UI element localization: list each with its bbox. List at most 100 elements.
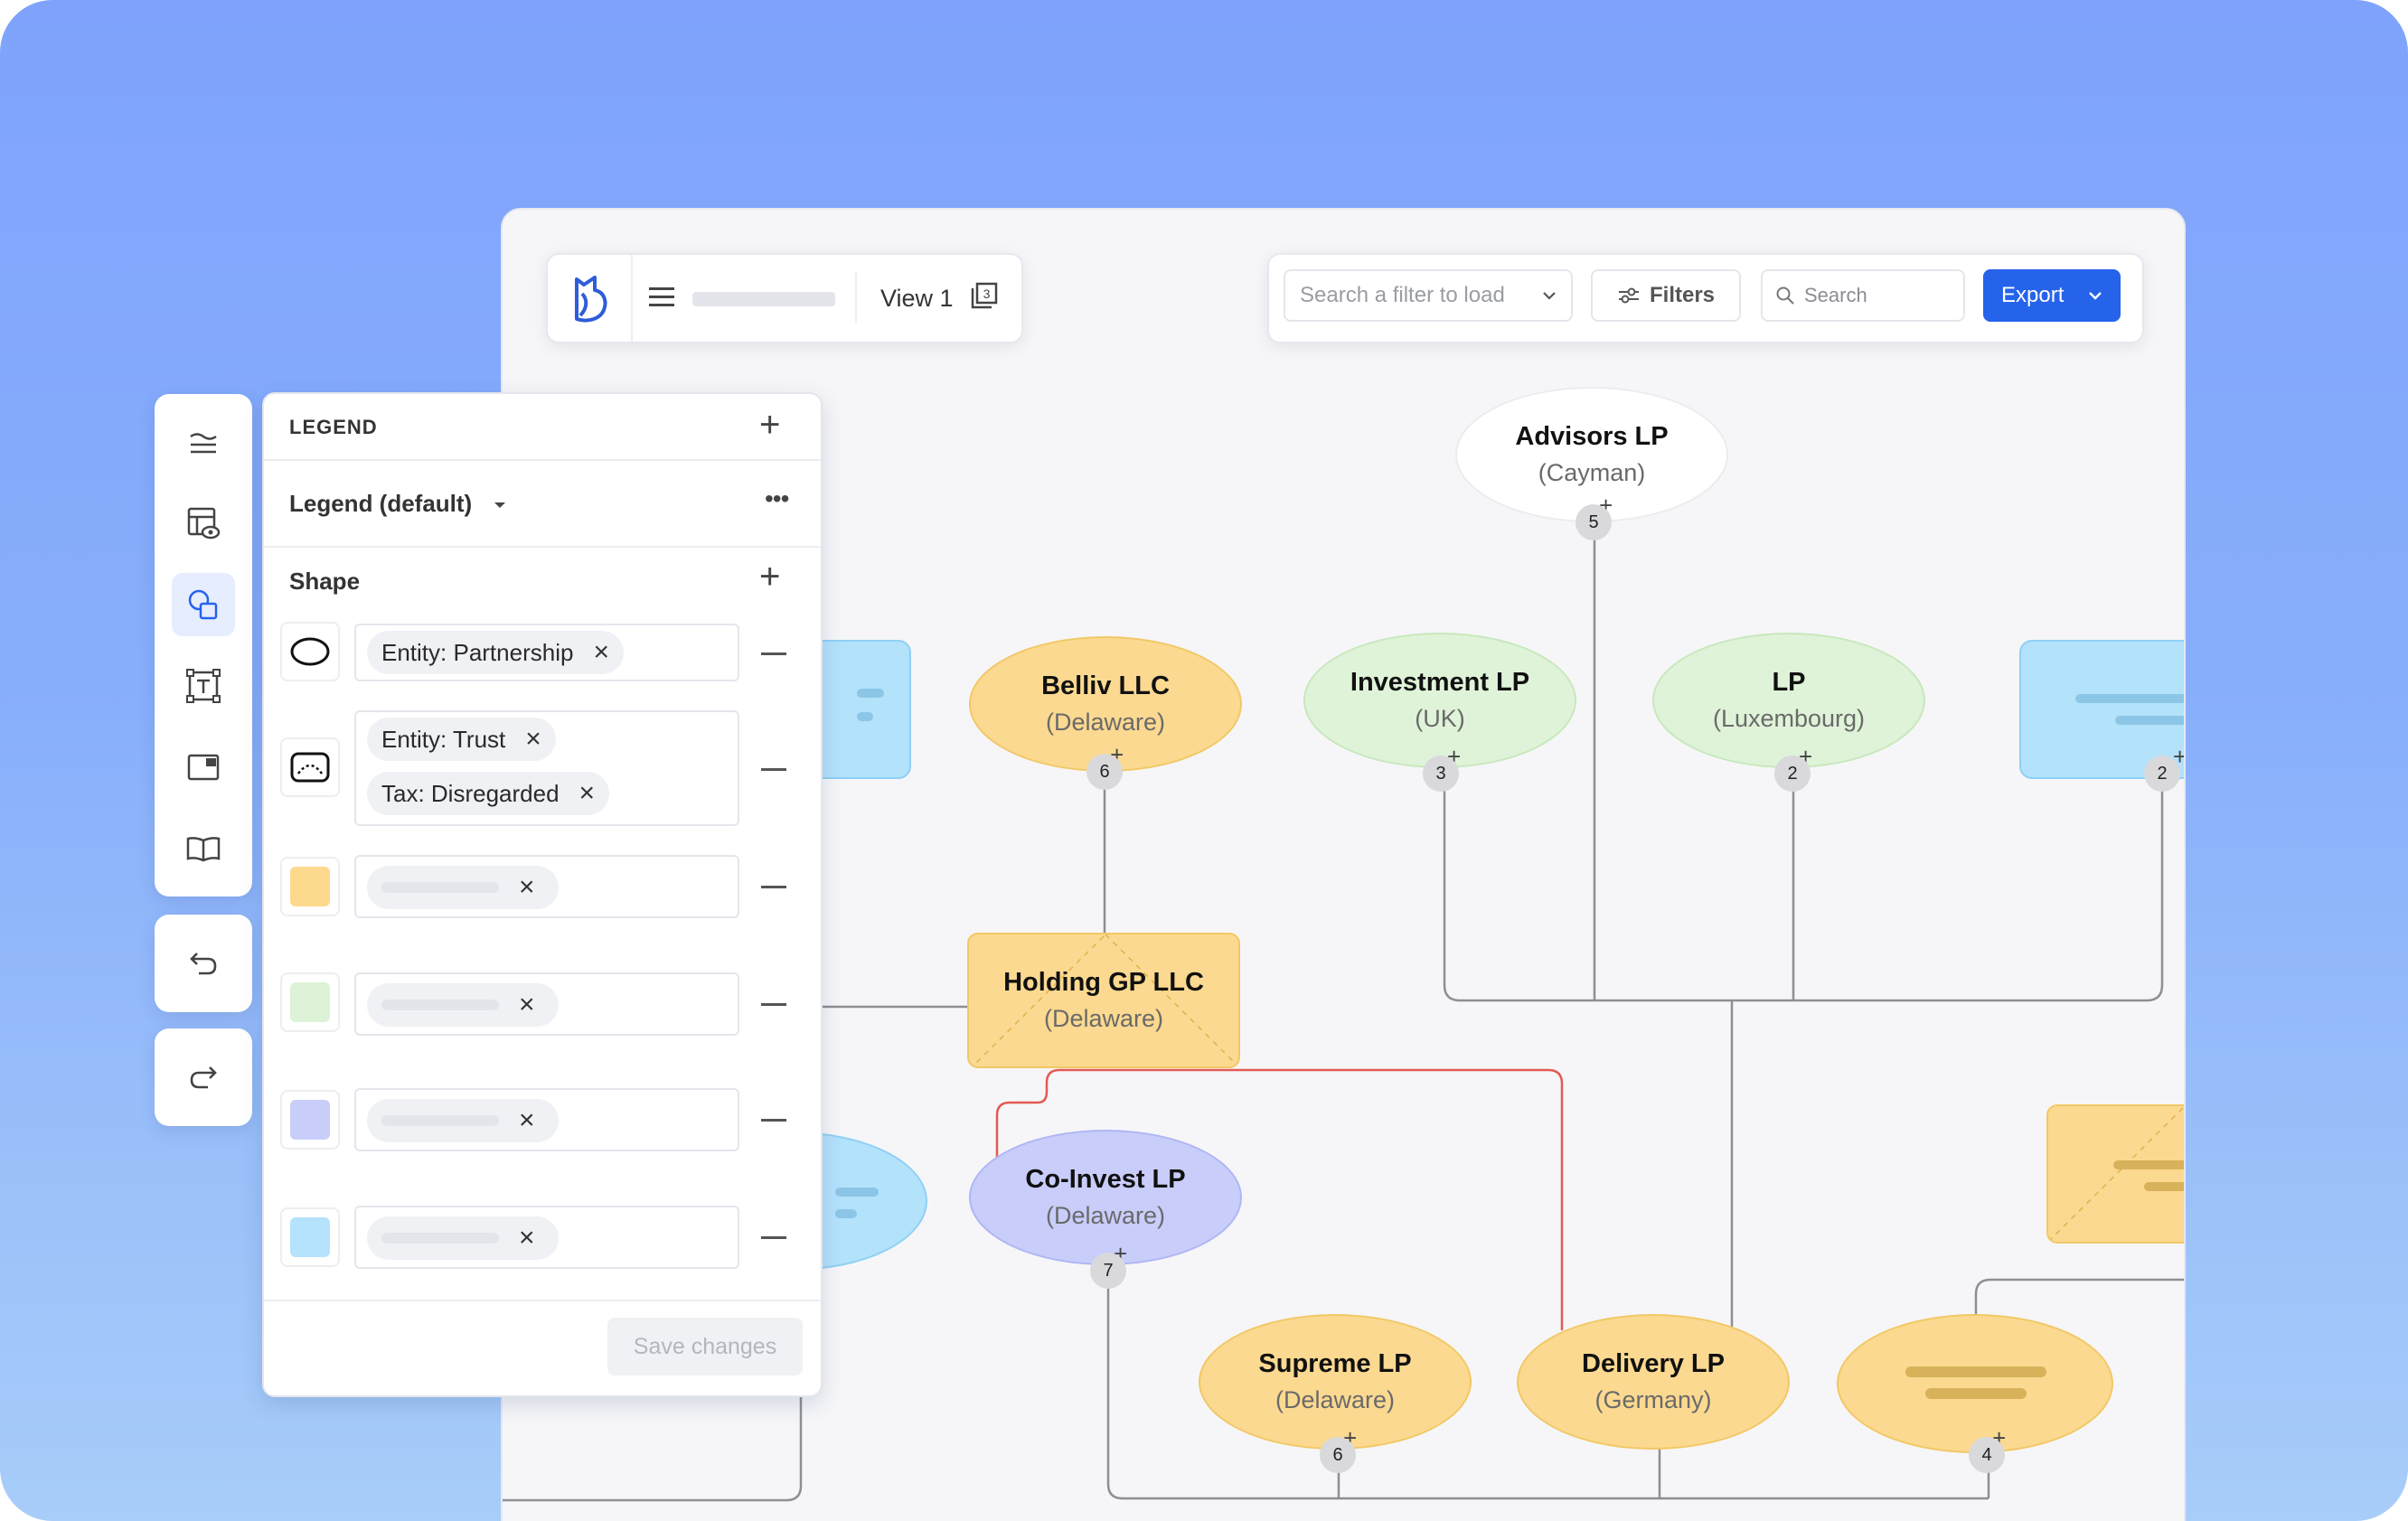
legend-shape-ellipse[interactable]: [280, 622, 340, 681]
legend-color-yellow[interactable]: [280, 857, 340, 916]
node-partial-blue-right[interactable]: [2019, 640, 2184, 779]
child-count-badge[interactable]: 5: [1576, 504, 1612, 540]
node-partial-yellow-right[interactable]: [2046, 1104, 2184, 1244]
legend-criteria-box[interactable]: ×: [354, 1206, 739, 1269]
node-investment-lp[interactable]: Investment LP (UK): [1303, 633, 1576, 768]
chevron-down-icon: [494, 502, 505, 508]
close-icon[interactable]: ×: [578, 778, 596, 808]
filters-button[interactable]: Filters: [1591, 269, 1741, 322]
node-yellow-ellipse-right[interactable]: [1837, 1314, 2113, 1453]
text-frame-icon: [186, 669, 221, 703]
minus-icon[interactable]: [761, 768, 786, 771]
node-advisors-lp[interactable]: Advisors LP (Cayman): [1455, 387, 1728, 522]
node-jurisdiction: (Delaware): [1045, 709, 1166, 736]
node-jurisdiction: (UK): [1415, 705, 1465, 732]
criteria-chip[interactable]: ×: [367, 1099, 559, 1142]
more-icon[interactable]: •••: [765, 484, 789, 512]
child-count-badge[interactable]: 6: [1320, 1437, 1356, 1473]
menu-icon[interactable]: [649, 287, 674, 309]
criteria-chip[interactable]: ×: [367, 983, 559, 1027]
view-selector[interactable]: View 1 3: [880, 280, 999, 316]
close-icon[interactable]: ×: [525, 724, 541, 754]
node-co-invest-lp[interactable]: Co-Invest LP (Delaware): [969, 1130, 1242, 1265]
minus-icon[interactable]: [761, 653, 786, 655]
criteria-chip[interactable]: Tax: Disregarded ×: [367, 772, 610, 815]
close-icon[interactable]: ×: [519, 872, 535, 902]
child-count-badge[interactable]: 7: [1090, 1253, 1126, 1289]
legend-criteria-box[interactable]: ×: [354, 972, 739, 1036]
text-frame-tool[interactable]: [172, 654, 235, 718]
plus-icon[interactable]: +: [759, 405, 781, 445]
side-toolbar: [155, 394, 252, 897]
close-icon[interactable]: ×: [593, 637, 609, 667]
chip-label: Entity: Trust: [381, 725, 506, 753]
shapes-icon: [188, 589, 218, 620]
legend-selected: Legend (default): [289, 490, 473, 517]
plus-icon[interactable]: +: [759, 557, 781, 596]
layers-tool[interactable]: [172, 410, 235, 474]
filter-load-select[interactable]: Search a filter to load: [1284, 269, 1573, 322]
logo-icon[interactable]: [548, 255, 633, 342]
legend-criteria-box[interactable]: ×: [354, 1088, 739, 1151]
legend-criteria-box[interactable]: Entity: Trust × Tax: Disregarded ×: [354, 710, 739, 826]
node-jurisdiction: (Luxembourg): [1712, 705, 1866, 732]
minus-icon[interactable]: [761, 1003, 786, 1006]
search-input[interactable]: Search: [1761, 269, 1965, 322]
undo-icon: [190, 953, 217, 975]
child-count-badge[interactable]: 6: [1086, 754, 1123, 790]
redo-icon: [190, 1066, 217, 1089]
divider: [264, 546, 821, 548]
close-icon[interactable]: ×: [519, 990, 535, 1019]
legend-title: LEGEND: [289, 416, 378, 438]
export-button[interactable]: Export: [1983, 269, 2121, 322]
chevron-down-icon: [1543, 292, 1556, 300]
node-supreme-lp[interactable]: Supreme LP (Delaware): [1199, 1314, 1472, 1450]
node-lp-luxembourg[interactable]: LP (Luxembourg): [1652, 633, 1925, 768]
legend-criteria-box[interactable]: ×: [354, 855, 739, 918]
node-name: Co-Invest LP: [1025, 1165, 1186, 1194]
window-icon: [187, 754, 220, 781]
node-delivery-lp[interactable]: Delivery LP (Germany): [1517, 1314, 1790, 1450]
book-tool[interactable]: [172, 817, 235, 880]
app-toolbar: View 1 3: [546, 253, 1023, 343]
save-changes-button[interactable]: Save changes: [607, 1318, 803, 1375]
filter-load-placeholder: Search a filter to load: [1300, 283, 1505, 307]
svg-text:3: 3: [983, 286, 990, 301]
table-view-tool[interactable]: [172, 492, 235, 555]
node-holding-gp-llc[interactable]: Holding GP LLC (Delaware): [967, 933, 1240, 1068]
filter-toolbar: Search a filter to load Filters Search E…: [1267, 253, 2144, 343]
node-name: Advisors LP: [1515, 422, 1669, 451]
minus-icon[interactable]: [761, 1119, 786, 1122]
child-count-badge[interactable]: 2: [1774, 756, 1811, 792]
node-jurisdiction: (Germany): [1594, 1386, 1712, 1413]
minus-icon[interactable]: [761, 886, 786, 888]
shape-section-title: Shape: [289, 568, 361, 595]
criteria-chip[interactable]: ×: [367, 866, 559, 909]
node-name: Investment LP: [1350, 668, 1530, 697]
book-icon: [186, 837, 221, 862]
legend-color-blue[interactable]: [280, 1207, 340, 1267]
window-tool[interactable]: [172, 736, 235, 799]
views-icon: 3: [970, 281, 999, 316]
legend-criteria-box[interactable]: Entity: Partnership×: [354, 624, 739, 681]
child-count-badge[interactable]: 4: [1969, 1437, 2005, 1473]
node-belliv-llc[interactable]: Belliv LLC (Delaware): [969, 636, 1242, 772]
minus-icon[interactable]: [761, 1236, 786, 1239]
legend-color-purple[interactable]: [280, 1090, 340, 1150]
undo-button[interactable]: [155, 915, 252, 1012]
legend-select[interactable]: Legend (default) •••: [264, 461, 821, 546]
chip-label: Tax: Disregarded: [381, 779, 560, 807]
legend-color-green[interactable]: [280, 972, 340, 1032]
child-count-badge[interactable]: 2: [2144, 756, 2180, 792]
child-count-badge[interactable]: 3: [1423, 756, 1459, 792]
legend-shape-trust[interactable]: [280, 737, 340, 797]
node-name: Delivery LP: [1582, 1349, 1725, 1378]
redo-button[interactable]: [155, 1028, 252, 1126]
close-icon[interactable]: ×: [519, 1223, 535, 1253]
shapes-tool[interactable]: [172, 573, 235, 636]
criteria-chip[interactable]: Entity: Partnership×: [367, 631, 624, 674]
view-label: View 1: [880, 284, 954, 312]
criteria-chip[interactable]: Entity: Trust ×: [367, 718, 556, 761]
close-icon[interactable]: ×: [519, 1105, 535, 1135]
criteria-chip[interactable]: ×: [367, 1216, 559, 1260]
